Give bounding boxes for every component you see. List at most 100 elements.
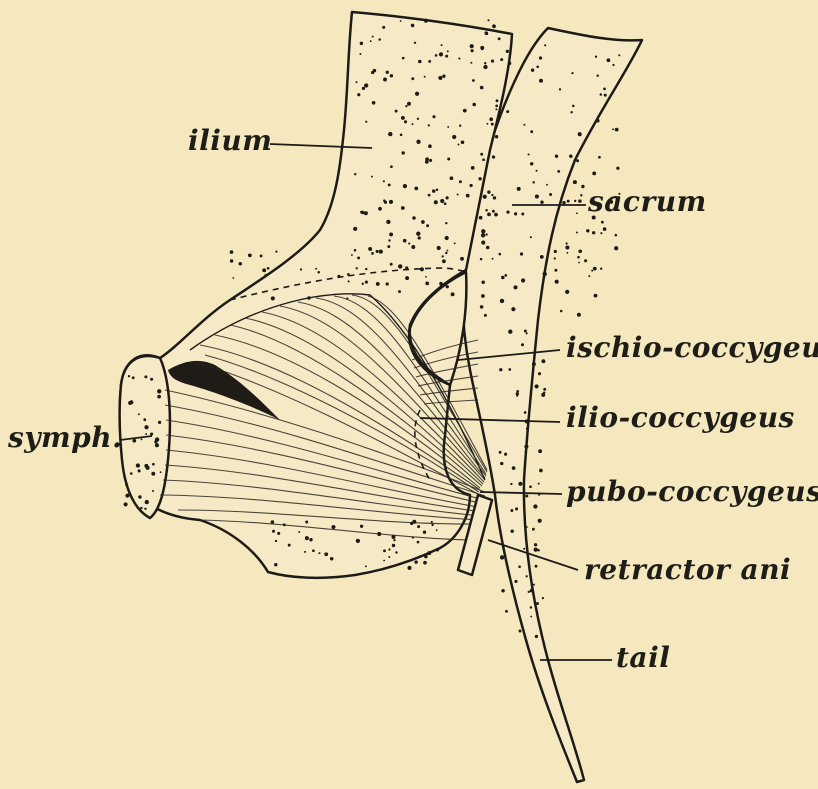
stipple-dot xyxy=(304,551,306,553)
stipple-dot xyxy=(516,392,519,395)
stipple-dot xyxy=(565,242,567,244)
stipple-dot xyxy=(283,523,286,526)
stipple-dot xyxy=(577,256,580,259)
stipple-dot xyxy=(480,153,483,156)
stipple-dot xyxy=(485,209,488,212)
stipple-dot xyxy=(418,60,422,64)
stipple-dot xyxy=(517,187,521,191)
stipple-dot xyxy=(452,135,456,139)
stipple-dot xyxy=(442,75,445,78)
stipple-dot xyxy=(540,255,544,259)
stipple-dot xyxy=(410,522,413,525)
stipple-dot xyxy=(431,524,433,526)
stipple-dot xyxy=(445,55,448,58)
stipple-dot xyxy=(580,194,582,196)
stipple-dot xyxy=(492,155,495,158)
stipple-dot xyxy=(426,224,429,227)
stipple-dot xyxy=(383,180,385,182)
stipple-dot xyxy=(535,194,539,198)
stipple-dot xyxy=(400,134,403,137)
stipple-dot xyxy=(425,160,429,164)
stipple-dot xyxy=(331,525,335,529)
stipple-dot xyxy=(383,199,386,202)
stipple-dot xyxy=(434,200,438,204)
stipple-dot xyxy=(542,597,544,599)
stipple-dot xyxy=(618,54,620,56)
stipple-dot xyxy=(459,180,462,183)
stipple-dot xyxy=(447,50,449,52)
stipple-dot xyxy=(411,24,415,28)
stipple-dot xyxy=(436,189,439,192)
stipple-dot xyxy=(540,200,543,203)
stipple-dot xyxy=(471,166,475,170)
stipple-dot xyxy=(535,384,539,388)
stipple-dot xyxy=(514,580,517,583)
stipple-dot xyxy=(388,132,392,136)
stipple-dot xyxy=(592,171,596,175)
stipple-dot xyxy=(562,201,565,204)
stipple-dot xyxy=(446,196,449,199)
stipple-dot xyxy=(499,253,502,256)
stipple-dot xyxy=(555,280,559,284)
stipple-dot xyxy=(365,268,367,270)
stipple-dot xyxy=(495,135,498,138)
stipple-dot xyxy=(160,471,162,473)
stipple-dot xyxy=(416,232,420,236)
stipple-dot xyxy=(424,555,428,559)
stipple-dot xyxy=(516,390,519,393)
stipple-dot xyxy=(152,463,155,466)
stipple-dot xyxy=(248,254,250,256)
stipple-dot xyxy=(510,529,513,532)
stipple-dot xyxy=(554,250,557,253)
stipple-dot xyxy=(357,256,360,259)
stipple-dot xyxy=(438,76,442,80)
stipple-dot xyxy=(388,183,391,186)
stipple-dot xyxy=(354,249,357,252)
stipple-dot xyxy=(506,50,509,53)
stipple-dot xyxy=(576,232,578,234)
stipple-dot xyxy=(538,449,542,453)
stipple-dot xyxy=(531,68,534,71)
stipple-dot xyxy=(151,472,155,476)
stipple-dot xyxy=(565,290,569,294)
stipple-dot xyxy=(428,60,431,63)
stipple-dot xyxy=(382,26,385,29)
stipple-dot xyxy=(315,268,317,270)
stipple-dot xyxy=(444,202,447,205)
stipple-dot xyxy=(417,541,420,544)
stipple-dot xyxy=(501,589,505,593)
stipple-dot xyxy=(383,549,386,552)
stipple-dot xyxy=(525,495,528,498)
stipple-dot xyxy=(368,247,372,251)
stipple-dot xyxy=(387,245,390,248)
stipple-dot xyxy=(481,281,485,285)
stipple-dot xyxy=(472,103,476,107)
stipple-dot xyxy=(445,252,447,254)
stipple-dot xyxy=(598,156,601,159)
stipple-dot xyxy=(560,310,563,313)
stipple-dot xyxy=(500,299,504,303)
stipple-dot xyxy=(360,211,363,214)
stipple-dot xyxy=(614,246,618,250)
stipple-dot xyxy=(530,130,533,133)
stipple-dot xyxy=(445,222,447,224)
stipple-dot xyxy=(365,281,368,284)
stipple-dot xyxy=(481,229,485,233)
stipple-dot xyxy=(356,267,358,269)
stipple-dot xyxy=(436,529,438,531)
stipple-dot xyxy=(423,531,426,534)
stipple-dot xyxy=(506,110,509,113)
stipple-dot xyxy=(414,186,418,190)
stipple-dot xyxy=(445,236,449,240)
stipple-dot xyxy=(504,453,507,456)
stipple-dot xyxy=(530,162,533,165)
stipple-dot xyxy=(530,616,532,618)
stipple-dot xyxy=(500,462,503,465)
stipple-dot xyxy=(407,102,411,106)
stipple-dot xyxy=(377,532,381,536)
stipple-dot xyxy=(402,57,405,60)
stipple-dot xyxy=(405,266,408,269)
stipple-dot xyxy=(439,52,443,56)
stipple-dot xyxy=(351,254,353,256)
stipple-dot xyxy=(125,494,129,498)
